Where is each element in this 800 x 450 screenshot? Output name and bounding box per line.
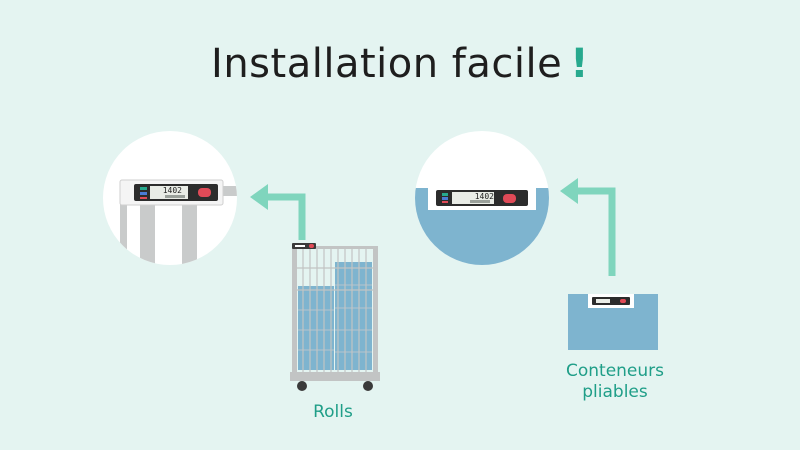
arrow-up-left-icon xyxy=(560,178,616,276)
cart-zoom-circle: 1402 xyxy=(103,131,237,265)
device-display-right: 1402 xyxy=(475,192,494,201)
page-title: Installation facile! xyxy=(0,40,800,88)
arrow-up-left-icon xyxy=(250,184,306,240)
caption-containers-line1: Conteneurs xyxy=(565,361,665,381)
sensor-device-icon: 1402 xyxy=(119,179,224,206)
folding-container-icon xyxy=(568,294,658,350)
container-zoom-circle: 1402 xyxy=(415,131,549,265)
sensor-device-icon: 1402 xyxy=(436,190,528,206)
device-display-left: 1402 xyxy=(163,186,182,195)
caption-rolls: Rolls xyxy=(313,402,353,422)
caption-containers: Conteneurs pliables xyxy=(540,361,690,403)
title-exclamation: ! xyxy=(570,41,589,87)
roll-cart-icon xyxy=(290,243,380,391)
title-text: Installation facile xyxy=(211,41,563,87)
caption-containers-line2: pliables xyxy=(582,382,648,402)
